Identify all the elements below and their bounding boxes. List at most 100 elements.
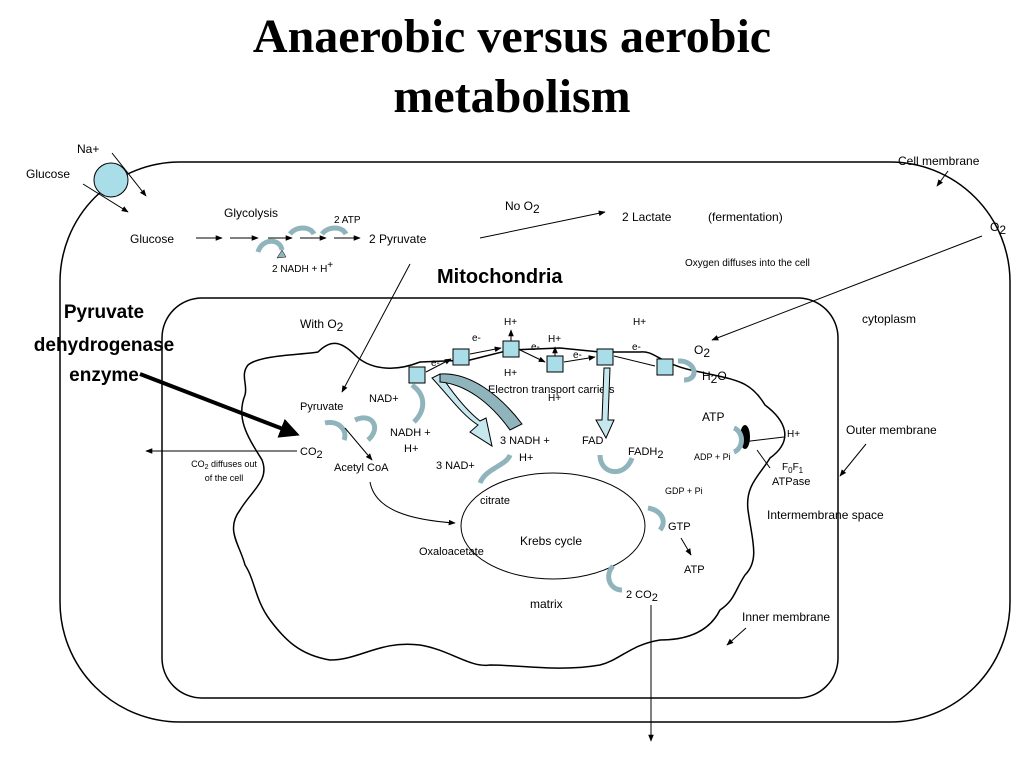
etc-e-arrow-3 xyxy=(519,349,546,363)
o2-outside-label: O2 xyxy=(990,220,1006,237)
three-nadh-line-1: 3 NADH + xyxy=(500,435,550,447)
atp-label: ATP xyxy=(702,410,724,424)
etc-h-label-3: H+ xyxy=(633,317,646,328)
pdh-nad-cyclic-arrow xyxy=(353,415,378,442)
oxygen-diffuses-label: Oxygen diffuses into the cell xyxy=(685,258,810,269)
sodium-glucose-transporter xyxy=(93,162,129,198)
etc-e-label-1: e- xyxy=(472,333,481,344)
water-formation-cyclic-arrow xyxy=(677,358,697,383)
no-o2-label: No O2 xyxy=(505,199,540,216)
glycolysis-label: Glycolysis xyxy=(224,206,278,220)
etc-return-big-arrow xyxy=(439,373,523,431)
pdh-label-line-2: dehydrogenase xyxy=(34,335,174,356)
glucose-in-arrow xyxy=(82,183,129,213)
title-line-2: metabolism xyxy=(393,70,630,123)
pyruvate-label: Pyruvate xyxy=(300,401,343,413)
krebs-cycle-label: Krebs cycle xyxy=(520,534,582,548)
mitochondria-label: Mitochondria xyxy=(437,266,563,288)
inner-membrane-outline xyxy=(232,342,786,669)
outer-membrane-label: Outer membrane xyxy=(846,423,937,437)
proton-return-arrow xyxy=(741,436,785,445)
etc-h-label-4: H+ xyxy=(504,368,517,379)
two-co2-label: 2 CO2 xyxy=(626,589,658,604)
outer-membrane-outline xyxy=(161,297,839,699)
two-lactate-label: 2 Lactate xyxy=(622,210,672,224)
krebs-cycle-ellipse xyxy=(460,472,646,580)
title-line-1: Anaerobic versus aerobic xyxy=(253,10,771,63)
nadh-regeneration-cyclic-arrow xyxy=(410,382,426,424)
krebs-co2-cyclic-arrow xyxy=(606,564,623,593)
etc-e-arrow-2 xyxy=(469,346,502,355)
f0f1-pointer xyxy=(756,449,771,469)
glucose-outside-label: Glucose xyxy=(26,167,70,181)
two-pyruvate-label: 2 Pyruvate xyxy=(369,232,427,246)
atp-synthase-cyclic-arrow xyxy=(732,425,744,455)
glycolysis-nadh-cyclic-arrow xyxy=(255,238,285,253)
atp-krebs-label: ATP xyxy=(684,564,705,576)
etc-e-arrow-5 xyxy=(613,355,656,367)
etc-e-arrow-4 xyxy=(563,355,596,363)
f0f1-label: F0F1 xyxy=(782,462,804,475)
three-nadh-line-2: H+ xyxy=(519,452,533,464)
etc-e-label-4: e- xyxy=(573,350,582,361)
glycolysis-atp-cyclic-arrow-2 xyxy=(320,225,349,236)
fermentation-label: (fermentation) xyxy=(708,210,783,224)
cell-membrane-pointer xyxy=(936,170,949,187)
gdp-pi-label: GDP + Pi xyxy=(665,486,703,496)
atp-synthase-h-plus: H+ xyxy=(787,429,800,440)
matrix-label: matrix xyxy=(530,597,563,611)
etc-e-label-5: e- xyxy=(632,342,641,353)
gtp-to-atp-arrow xyxy=(680,537,692,556)
two-nadh-label: 2 NADH + H+ xyxy=(272,260,333,275)
pdh-label-line-3: enzyme xyxy=(69,365,139,386)
cell-membrane-label: Cell membrane xyxy=(898,154,980,168)
etc-e-label-2: e- xyxy=(431,358,440,369)
acetyl-coa-label: Acetyl CoA xyxy=(334,462,389,474)
cell-membrane-outline xyxy=(59,161,1011,723)
inner-membrane-pointer xyxy=(726,627,747,646)
cytoplasm-label: cytoplasm xyxy=(862,312,916,326)
o2-inner-label: O2 xyxy=(694,343,710,360)
nadh-label-line-2: H+ xyxy=(404,443,418,455)
etc-h-label-2: H+ xyxy=(548,334,561,345)
etc-h-label-1: H+ xyxy=(504,317,517,328)
pdh-label-line-1: Pyruvate xyxy=(64,302,144,323)
pdh-pointer-arrow xyxy=(139,372,300,438)
etc-e-arrow-1 xyxy=(425,358,452,373)
acetyl-coa-to-krebs-arrow xyxy=(369,481,456,526)
fad-label: FAD xyxy=(582,435,603,447)
anaerobic-arrow xyxy=(479,210,606,239)
nadh-label-line-1: NADH + xyxy=(390,427,431,439)
adp-pi-label: ADP + Pi xyxy=(694,452,731,462)
etc-carrier-2 xyxy=(452,348,470,366)
co2-diffuses-line-1: CO2 diffuses out xyxy=(191,459,257,471)
glycolysis-nadh-arrowhead xyxy=(276,249,287,259)
pyruvate-to-acetyl-coa-arrow xyxy=(344,427,373,461)
glucose-label: Glucose xyxy=(130,232,174,246)
glycolysis-atp-cyclic-arrow-1 xyxy=(288,225,317,236)
krebs-nadh-cyclic-arrow xyxy=(477,453,513,485)
co2-label: CO2 xyxy=(300,446,323,461)
etc-carrier-4 xyxy=(546,355,564,373)
atpase-label: ATPase xyxy=(772,476,810,488)
pyruvate-entry-arrow xyxy=(341,263,411,393)
na-plus-label: Na+ xyxy=(77,142,99,156)
etc-carrier-1 xyxy=(408,366,426,384)
etc-h-label-5: H+ xyxy=(548,393,561,404)
with-o2-label: With O2 xyxy=(300,317,344,334)
citrate-label: citrate xyxy=(480,495,510,507)
electron-transport-label: Electron transport carriers xyxy=(488,384,615,396)
gtp-label: GTP xyxy=(668,521,691,533)
etc-carrier-3 xyxy=(502,340,520,358)
oxaloacetate-label: Oxaloacetate xyxy=(419,546,484,558)
oxygen-diffusion-arrow xyxy=(711,235,983,341)
h2o-label: H2O xyxy=(702,369,727,386)
etc-carrier-6 xyxy=(656,358,674,376)
fadh2-to-etc-arrow xyxy=(595,367,615,440)
gtp-cyclic-arrow xyxy=(647,505,666,532)
co2-diffuses-line-2: of the cell xyxy=(205,473,244,483)
fadh2-label: FADH2 xyxy=(628,446,663,461)
sodium-arrow xyxy=(111,152,147,197)
nadh-to-etc-big-arrow xyxy=(431,373,493,448)
